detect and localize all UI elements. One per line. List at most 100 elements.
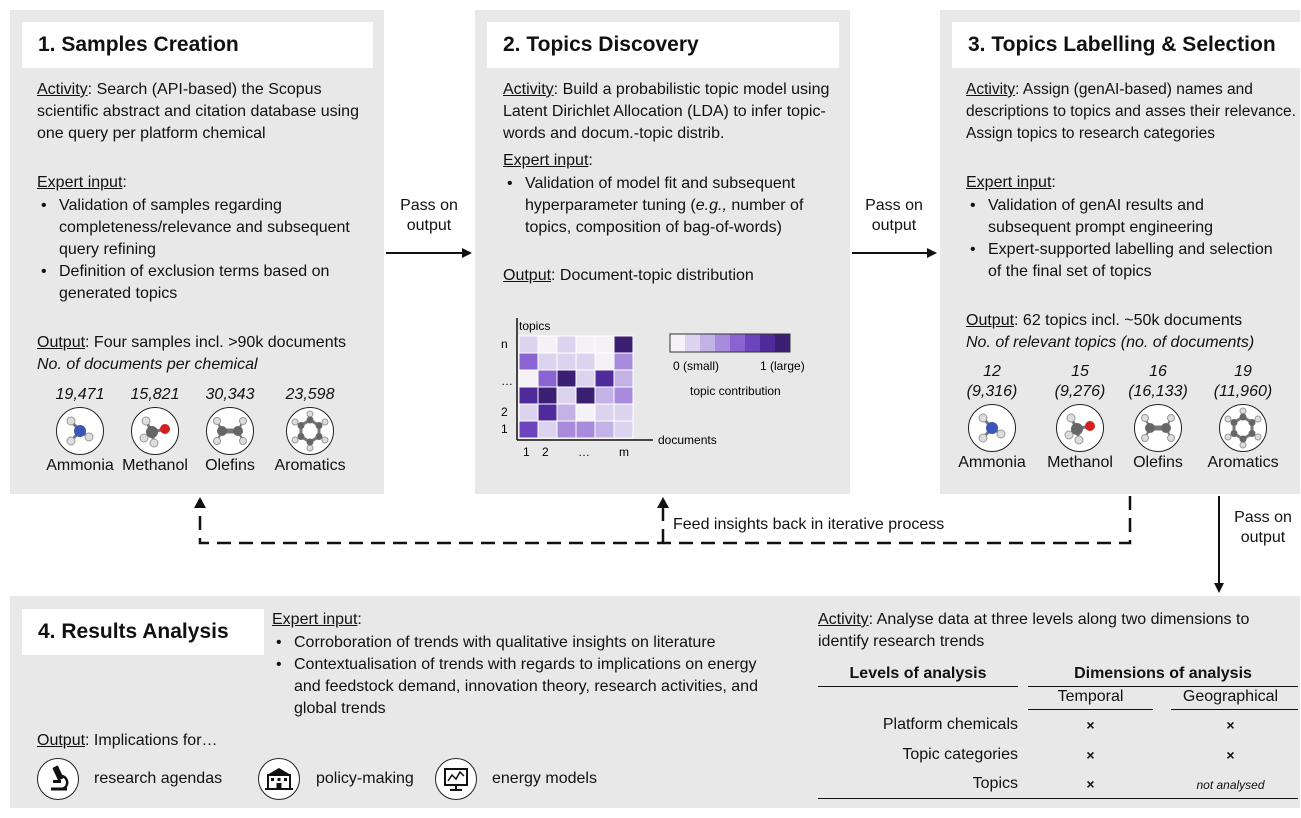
- panel1-title: 1. Samples Creation: [22, 22, 373, 68]
- panel4-activity: Activity: Analyse data at three levels a…: [818, 611, 1250, 650]
- matrix-cell: [518, 420, 539, 439]
- panel4-expert-item: Corroboration of trends with qualitative…: [272, 632, 792, 654]
- legend-swatch: [775, 334, 790, 352]
- panel3-expert-item: Expert-supported labelling and selection…: [966, 239, 1276, 283]
- molecule-name: Olefins: [1133, 454, 1183, 471]
- molecule-aromatics-topics: 19 (11,960) Aromatics: [1203, 362, 1283, 472]
- matrix-cell: [613, 352, 634, 371]
- matrix-cell: [537, 352, 558, 371]
- matrix-cell: [575, 420, 596, 439]
- panel2-activity: Activity: Build a probabilistic topic mo…: [503, 81, 830, 142]
- legend-swatch: [685, 334, 700, 352]
- molecule-name: Ammonia: [958, 454, 1026, 471]
- molecule-olefins: 30,343 Olefins: [190, 385, 270, 475]
- molecule-ammonia-topics: 12 (9,316) Ammonia: [952, 362, 1032, 472]
- matrix-cell: [518, 403, 539, 422]
- matrix-cell: [594, 335, 615, 354]
- molecule-aromatics: 23,598 Aromatics: [270, 385, 350, 475]
- matrix-cell: [613, 386, 634, 405]
- molecule-name: Methanol: [122, 457, 188, 474]
- table-cell-geographical: ×: [1226, 717, 1235, 733]
- arrow-label-pass-on-1: Pass on output: [400, 197, 458, 234]
- matrix-cell: [575, 403, 596, 422]
- table-row-level: Topics: [972, 775, 1018, 792]
- legend-swatch: [730, 334, 745, 352]
- matrix-cell: [613, 420, 634, 439]
- matrix-cell: [594, 386, 615, 405]
- matrix-y-tick: 2: [501, 405, 508, 419]
- ammonia-molecule-icon: [56, 407, 104, 455]
- table-cell-geographical: ×: [1226, 747, 1235, 763]
- panel4-expert-label: Expert input:: [272, 611, 362, 628]
- molecule-name: Aromatics: [1207, 454, 1279, 471]
- legend-min-label: 0 (small): [673, 359, 719, 373]
- table-cell-temporal: ×: [1086, 747, 1095, 763]
- matrix-cell: [518, 335, 539, 354]
- panel3-output: Output: 62 topics incl. ~50k documents N…: [966, 312, 1255, 351]
- panel3-activity: Activity: Assign (genAI-based) names and…: [966, 81, 1296, 142]
- molecule-methanol: 15,821 Methanol: [115, 385, 195, 475]
- panel2-expert-label: Expert input:: [503, 152, 593, 169]
- panel1-expert-list: Validation of samples regarding complete…: [37, 195, 367, 305]
- matrix-y-tick: n: [501, 337, 508, 351]
- olefins-molecule-icon: [1134, 404, 1182, 452]
- table-sub-geographical: Geographical: [1182, 688, 1279, 705]
- table-cell-geographical: not analysed: [1196, 778, 1265, 792]
- arrow-label-pass-on-2: Pass on output: [865, 197, 923, 234]
- matrix-cell: [556, 386, 577, 405]
- matrix-x-tick: 1: [523, 445, 530, 458]
- molecule-name: Aromatics: [274, 457, 346, 474]
- panel3-title: 3. Topics Labelling & Selection: [952, 22, 1301, 68]
- legend-title: topic contribution: [690, 384, 781, 398]
- panel2-expert-list: Validation of model fit and subsequent h…: [503, 173, 838, 239]
- matrix-cell: [518, 386, 539, 405]
- panel1-expert-item: Validation of samples regarding complete…: [37, 195, 367, 261]
- molecule-name: Ammonia: [46, 457, 114, 474]
- matrix-cell: [594, 352, 615, 371]
- panel2-expert-item: Validation of model fit and subsequent h…: [503, 173, 838, 239]
- legend-swatch: [745, 334, 760, 352]
- table-cell-temporal: ×: [1086, 776, 1095, 792]
- matrix-cell: [613, 369, 634, 388]
- aromatics-molecule-icon: [286, 407, 334, 455]
- matrix-cell: [556, 352, 577, 371]
- feedback-dashed-line: [198, 496, 1132, 545]
- panel2-output: Output: Document-topic distribution: [503, 267, 754, 284]
- monitor-chart-icon: [435, 758, 477, 800]
- legend-swatch: [760, 334, 775, 352]
- matrix-cell: [556, 420, 577, 439]
- arrow-label-pass-on-3: Pass on output: [1234, 509, 1292, 546]
- methanol-molecule-icon: [131, 407, 179, 455]
- matrix-cell: [594, 420, 615, 439]
- legend-swatch: [700, 334, 715, 352]
- panel1-expert-item: Definition of exclusion terms based on g…: [37, 261, 367, 305]
- panel3-expert-label: Expert input:: [966, 174, 1056, 191]
- molecule-ammonia: 19,471 Ammonia: [40, 385, 120, 475]
- matrix-y-axis-label: topics: [519, 319, 550, 333]
- feedback-label: Feed insights back in iterative process: [673, 516, 945, 533]
- matrix-cell: [575, 369, 596, 388]
- legend-swatch: [715, 334, 730, 352]
- molecule-name: Olefins: [205, 457, 255, 474]
- molecule-olefins-topics: 16 (16,133) Olefins: [1118, 362, 1198, 472]
- matrix-cell: [575, 386, 596, 405]
- matrix-y-tick: …: [501, 374, 513, 388]
- matrix-y-tick: 1: [501, 422, 508, 436]
- table-cell-temporal: ×: [1086, 717, 1095, 733]
- matrix-cell: [537, 403, 558, 422]
- olefins-molecule-icon: [206, 407, 254, 455]
- table-header-levels: Levels of analysis: [849, 665, 987, 682]
- ammonia-molecule-icon: [968, 404, 1016, 452]
- matrix-cell: [556, 335, 577, 354]
- legend-border: [669, 333, 791, 353]
- matrix-cell: [556, 369, 577, 388]
- methanol-molecule-icon: [1056, 404, 1104, 452]
- panel4-output: Output: Implications for…: [37, 732, 218, 749]
- molecule-methanol-topics: 15 (9,276) Methanol: [1040, 362, 1120, 472]
- matrix-cell: [575, 335, 596, 354]
- matrix-cell: [537, 420, 558, 439]
- panel1-output: Output: Four samples incl. >90k document…: [37, 334, 347, 373]
- matrix-cell: [537, 369, 558, 388]
- panel3-expert-item: Validation of genAI results and subseque…: [966, 195, 1276, 239]
